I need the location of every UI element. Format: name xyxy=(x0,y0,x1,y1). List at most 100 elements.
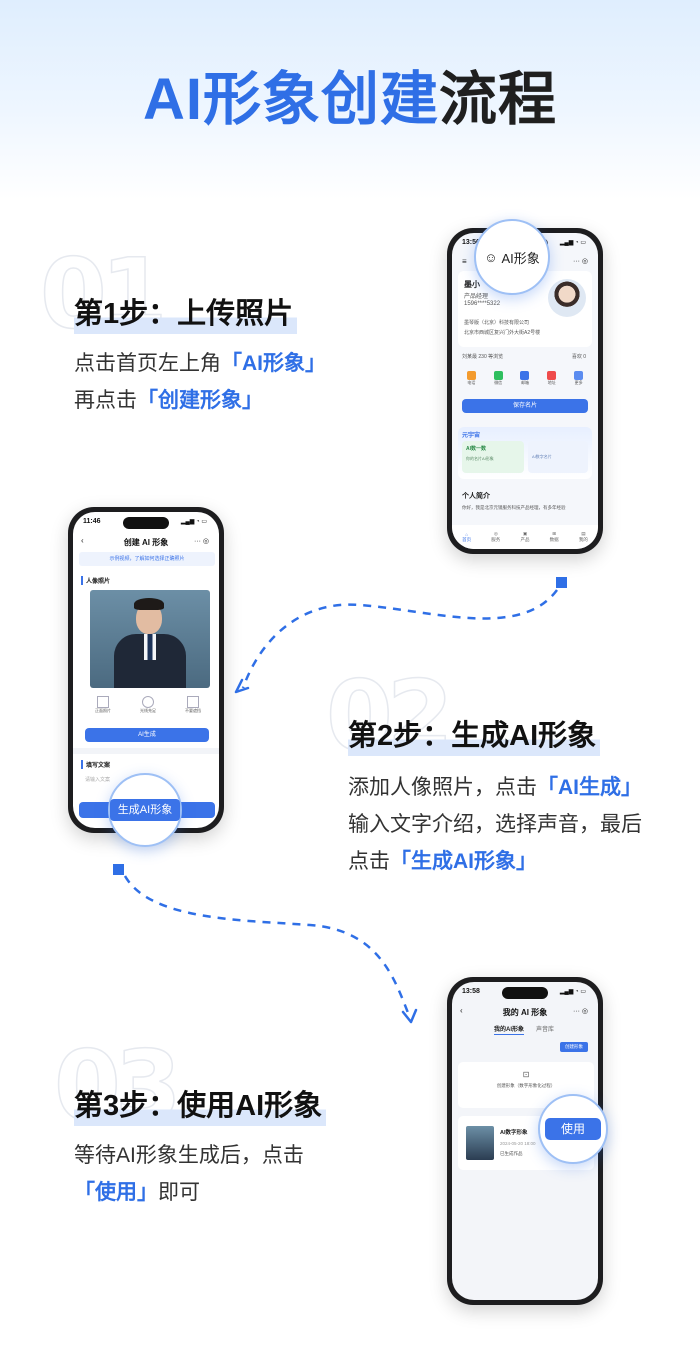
portrait-icon xyxy=(97,696,109,708)
phone3-back-icon[interactable]: ‹ xyxy=(460,1006,463,1015)
profile-address: 北京市西城区复兴门外大街A2号楼 xyxy=(464,330,541,336)
user-icon: ☺ xyxy=(484,249,498,265)
tip-banner[interactable]: 示例视频，了解如何选择正确照片 xyxy=(79,552,215,566)
create-avatar-button[interactable]: 创建形象 xyxy=(560,1042,588,1052)
meta-label: 元宇宙 xyxy=(462,433,481,439)
visitors-text: 刘某最 230 等浏览 xyxy=(462,354,504,360)
magnifier-generate-button[interactable]: 生成AI形象 xyxy=(110,799,180,821)
magnifier-generate[interactable]: 生成AI形象 xyxy=(108,773,182,847)
more-icon[interactable]: ··· ◎ xyxy=(572,258,588,265)
phone2-more-icon[interactable]: ··· ◎ xyxy=(193,538,209,545)
phone2-time: 11:46 xyxy=(83,518,101,525)
avatar-item-title: AI数字形象 xyxy=(500,1130,528,1136)
step2-title: 第2步：生成AI形象 xyxy=(348,712,601,756)
tab-voice-library[interactable]: 声音库 xyxy=(536,1027,555,1033)
create-placeholder-text: 创建形象（数字形象化过程） xyxy=(496,1083,556,1088)
action-wechat[interactable]: 微信 xyxy=(493,371,503,386)
step1-title: 第1步：上传照片 xyxy=(74,290,298,334)
step3-title: 第3步：使用AI形象 xyxy=(74,1082,327,1126)
connector-start-2 xyxy=(113,864,124,875)
grid-icon: ⊞ xyxy=(552,531,557,536)
guide-item-2: 光线充足 xyxy=(128,696,168,714)
action-more[interactable]: 更多 xyxy=(574,371,584,386)
step2-line1-highlight: 「AI生成」 xyxy=(537,776,642,799)
product-icon: ▣ xyxy=(522,531,528,536)
profile-avatar xyxy=(548,279,586,317)
tab-data-label: 数据 xyxy=(549,537,559,542)
phone1-status-icons: ▂▄▆ ◔ ▭ xyxy=(559,240,586,246)
meta-section: 元宇宙 AI数一数 你的名片AI形象 AI数字名片 xyxy=(458,427,592,479)
action-address[interactable]: 地址 xyxy=(547,371,557,386)
location-icon xyxy=(547,371,557,380)
intro-text: 你好，我是北京元镜服务科技产品经理，有多年经验 xyxy=(462,505,566,510)
action-phone-label: 电话 xyxy=(467,380,476,385)
likes-text: 喜欢 0 xyxy=(571,354,586,360)
magnifier-use[interactable]: 使用 xyxy=(538,1094,608,1164)
tab-data[interactable]: ⊞数据 xyxy=(550,531,559,543)
use-button[interactable]: 使用 xyxy=(545,1118,601,1140)
section-copy-title: 填写文案 xyxy=(81,760,110,769)
step2-line2: 输入文字介绍，选择声音，最后 xyxy=(348,813,642,836)
action-phone[interactable]: 电话 xyxy=(466,371,476,386)
step2-text: 添加人像照片，点击「AI生成」 输入文字介绍，选择声音，最后 点击「生成AI形象… xyxy=(348,769,642,880)
save-card-button[interactable]: 保存名片 xyxy=(462,399,588,413)
portrait-photo[interactable] xyxy=(90,590,210,688)
meta-card-digital-sub: AI数字名片 xyxy=(532,454,552,459)
photo-guidelines: 正面照片 光线充足 不要遮挡 xyxy=(83,696,213,714)
wechat-icon xyxy=(493,371,503,380)
tab-mine-label: 我的 xyxy=(578,537,588,542)
phone1-time: 13:56 xyxy=(462,239,480,246)
tab-home[interactable]: ⌂首页 xyxy=(462,532,471,543)
section-portrait-title: 人像照片 xyxy=(81,576,110,585)
page-title: AI形象创建流程 xyxy=(0,52,700,136)
portrait-hair xyxy=(134,598,164,610)
intro-title: 个人简介 xyxy=(462,493,490,500)
connector-1-2 xyxy=(241,589,559,689)
meta-card-ai-title: AI数一数 xyxy=(466,446,487,452)
document-icon: ▤ xyxy=(581,531,586,536)
phone2-status-icons: ▂▄▆ ◔ ▭ xyxy=(180,519,207,525)
tab-product-label: 产品 xyxy=(520,537,530,542)
action-mail[interactable]: 邮箱 xyxy=(520,371,530,386)
tab-my-avatars[interactable]: 我的AI形象 xyxy=(494,1024,525,1035)
guide-item-2-label: 光线充足 xyxy=(140,708,156,713)
step1-line1-highlight: 「AI形象」 xyxy=(221,352,326,375)
step2-line1: 添加人像照片，点击 xyxy=(348,776,537,799)
phone3-more-icon[interactable]: ··· ◎ xyxy=(572,1008,588,1015)
avatar-thumbnail xyxy=(466,1126,494,1160)
copy-input[interactable]: 请输入文案 xyxy=(85,777,111,783)
tab-home-label: 首页 xyxy=(462,536,472,542)
tab-service[interactable]: ◎服务 xyxy=(491,531,500,543)
tab-service-label: 服务 xyxy=(491,537,501,542)
action-address-label: 地址 xyxy=(547,380,556,385)
no-cover-icon xyxy=(187,696,199,708)
magnifier-ai-avatar[interactable]: ☺AI形象 xyxy=(474,219,550,295)
phone3-time: 13:58 xyxy=(462,988,480,995)
profile-name: 墨小 xyxy=(464,280,480,289)
light-icon xyxy=(142,696,154,708)
connector-2-3 xyxy=(123,875,412,1019)
profile-company: 墨琴版（北京）科技有限公司 xyxy=(464,320,530,326)
meta-card-digital[interactable]: AI数字名片 xyxy=(528,441,588,473)
meta-card-ai[interactable]: AI数一数 你的名片AI形象 xyxy=(462,441,524,473)
tab-product[interactable]: ▣产品 xyxy=(520,531,529,543)
step1-line2-highlight: 「创建形象」 xyxy=(137,389,263,412)
menu-icon[interactable]: ≡ xyxy=(462,257,467,266)
guide-item-3-label: 不要遮挡 xyxy=(185,708,201,713)
phone2-nav-title: 创建 AI 形象 xyxy=(123,538,169,547)
tab-mine[interactable]: ▤我的 xyxy=(579,531,588,543)
portrait-shirt xyxy=(144,634,156,660)
profile-phone: 1596****5322 xyxy=(464,301,501,307)
top-gradient xyxy=(0,0,700,200)
back-icon[interactable]: ‹ xyxy=(81,536,84,545)
arrow-head-1 xyxy=(234,678,250,694)
step1-text: 点击首页左上角「AI形象」 再点击「创建形象」 xyxy=(74,345,326,419)
action-more-label: 更多 xyxy=(574,380,583,385)
tab-bar: ⌂首页 ◎服务 ▣产品 ⊞数据 ▤我的 xyxy=(452,525,598,549)
avatar-item-status: 已生成作品 xyxy=(500,1151,523,1156)
step3-line2: 即可 xyxy=(158,1181,200,1204)
ai-generate-button[interactable]: AI生成 xyxy=(85,728,209,742)
action-row: 电话 微信 邮箱 地址 更多 xyxy=(458,371,592,386)
phone3-notch xyxy=(502,987,548,999)
